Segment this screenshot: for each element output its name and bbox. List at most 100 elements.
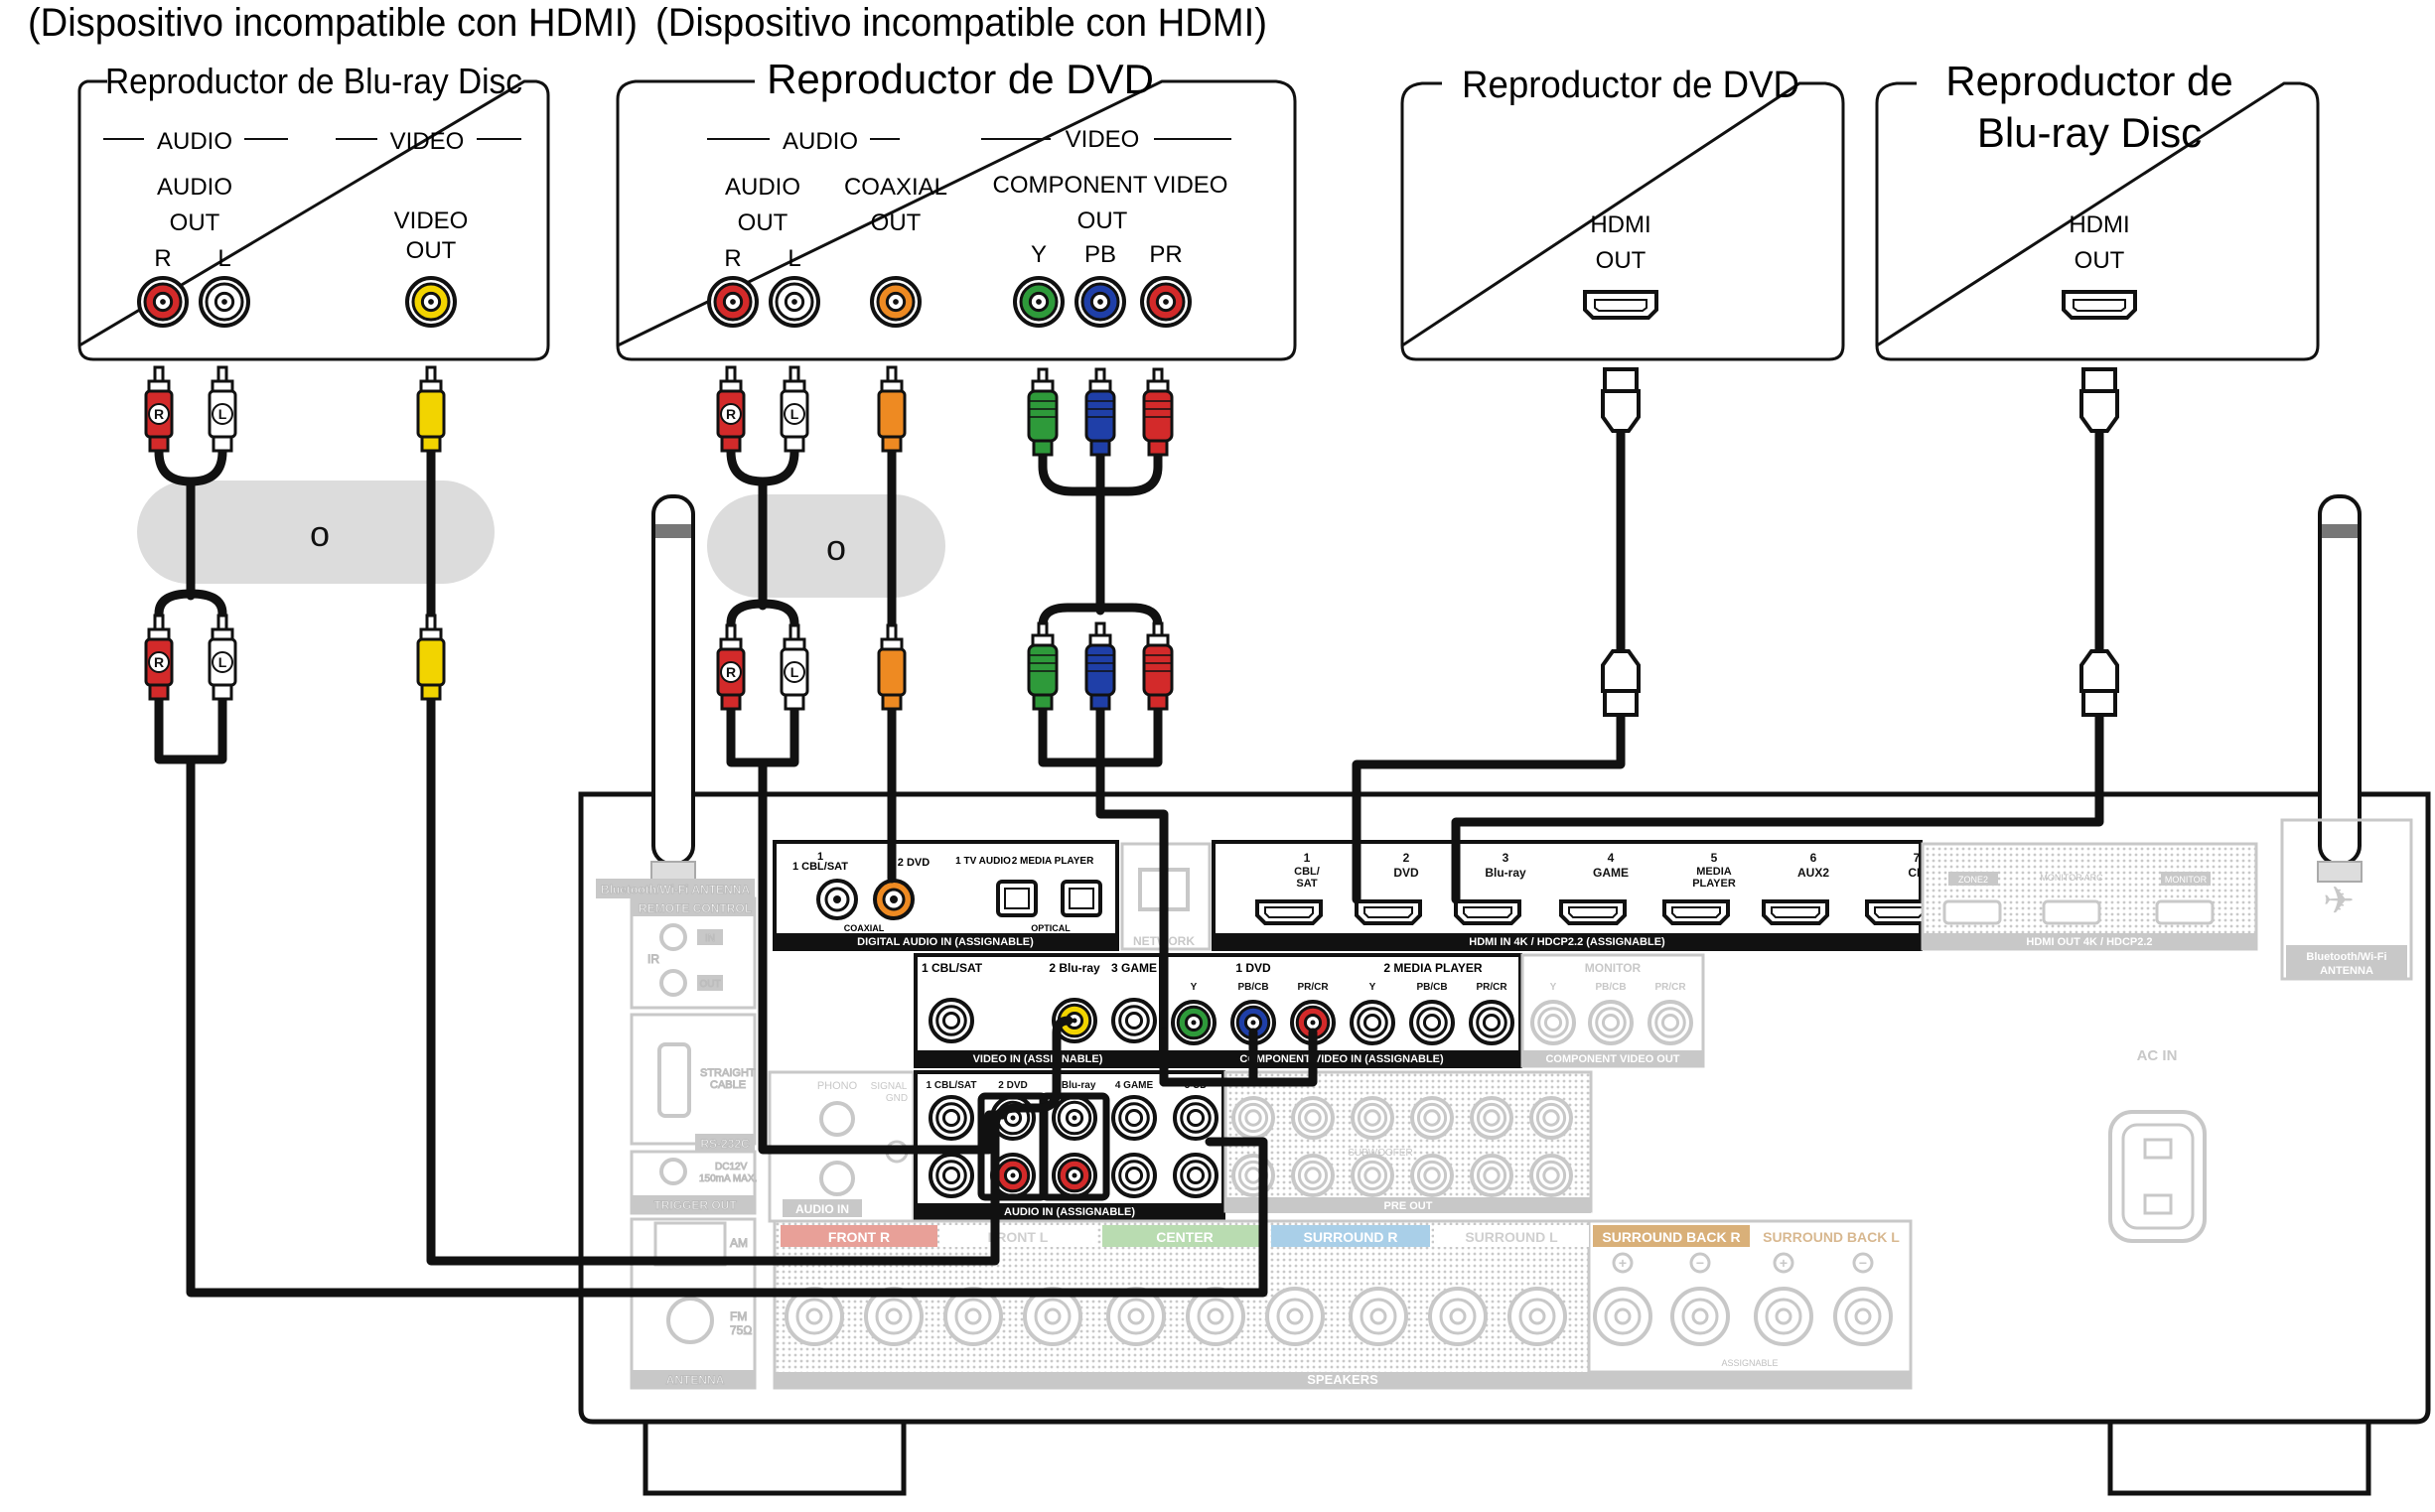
component-sub-label: Y <box>1369 982 1376 993</box>
trigger-out-jack[interactable] <box>659 1158 687 1185</box>
ac-in-socket[interactable] <box>2108 1110 2207 1243</box>
svg-text:OUT: OUT <box>699 979 720 990</box>
audio-in-jack-r-3[interactable] <box>1111 1153 1157 1198</box>
svg-text:VIDEO: VIDEO <box>390 128 465 155</box>
right-side-section: ✈ Bluetooth/Wi-Fi ANTENNA AC IN <box>2108 818 2413 1243</box>
pre-out-jack-bottom-5[interactable] <box>1529 1154 1573 1197</box>
speaker-terminal-9[interactable] <box>1507 1287 1567 1346</box>
dvd-coaxial-out-jack[interactable] <box>870 276 922 328</box>
hdmi-in-port-3[interactable] <box>1454 899 1521 925</box>
audio-in-bluray-l-jack[interactable] <box>1052 1095 1097 1141</box>
bluray-audio-out-l-jack[interactable] <box>199 276 250 328</box>
remote-in-jack[interactable] <box>659 923 687 951</box>
audio-in-dvd-r-jack[interactable] <box>990 1153 1036 1198</box>
fm-antenna-jack[interactable] <box>666 1297 714 1344</box>
component-plug-pb-top <box>1084 367 1116 457</box>
monitor-out-jack-1[interactable] <box>1588 1000 1634 1045</box>
speaker-terminal-4[interactable] <box>1106 1287 1166 1346</box>
hdmi-in-port-5[interactable] <box>1662 899 1730 925</box>
rs232c-port[interactable] <box>657 1042 691 1118</box>
dvd-component-pb-jack[interactable] <box>1074 276 1126 328</box>
hdmi-in-port-2[interactable] <box>1355 899 1422 925</box>
svg-text:OUT: OUT <box>406 237 457 264</box>
svg-text:CABLE: CABLE <box>710 1079 746 1091</box>
speaker-terminal-7[interactable] <box>1349 1287 1408 1346</box>
audio-in-jack-l-0[interactable] <box>929 1095 974 1141</box>
svg-text:150mA MAX.: 150mA MAX. <box>699 1173 757 1184</box>
speaker-terminal-8[interactable] <box>1428 1287 1488 1346</box>
speaker-header-bg <box>1593 1225 1750 1247</box>
phono-r-jack[interactable] <box>819 1161 855 1196</box>
hdmi-out-monitor-arc-port[interactable] <box>2042 899 2101 925</box>
bluray-video-out-jack[interactable] <box>405 276 457 328</box>
speaker-terminal-6[interactable] <box>1265 1287 1325 1346</box>
pre-out-jack-top-2[interactable] <box>1351 1096 1394 1140</box>
dvd-component-y-jack[interactable] <box>1013 276 1065 328</box>
component-media-player-jack-0[interactable] <box>1350 1000 1395 1045</box>
svg-text:ZONE2: ZONE2 <box>1958 875 1988 885</box>
hdmi-in-number: 5 <box>1711 851 1718 865</box>
hdmi-in-number: 4 <box>1608 851 1615 865</box>
hdmi-out-monitor-port[interactable] <box>2155 899 2215 925</box>
hdmi-out-zone2-port[interactable] <box>1942 899 2002 925</box>
svg-text:Bluetooth/Wi-Fi: Bluetooth/Wi-Fi <box>2306 951 2386 963</box>
speaker-terminal-3[interactable] <box>1023 1287 1082 1346</box>
device-bluray-hdmi: Reproductor de Blu-ray Disc HDMI OUT <box>1875 58 2320 361</box>
speaker-terminal-12[interactable]: + <box>1754 1252 1813 1346</box>
pre-out-jack-top-5[interactable] <box>1529 1096 1573 1140</box>
svg-text:o: o <box>310 513 330 554</box>
component-plug-pr-top <box>1142 367 1174 457</box>
remote-out-jack[interactable] <box>659 969 687 997</box>
video-in-bluray-label: 2 Blu-ray <box>1049 961 1100 975</box>
component-plug-pb-bottom <box>1084 621 1116 711</box>
dvd-component-pr-jack[interactable] <box>1140 276 1192 328</box>
component-sub-label: Y <box>1191 982 1198 993</box>
note-incompatible-hdmi-left: (Dispositivo incompatible con HDMI) <box>28 1 638 45</box>
speaker-terminal-13[interactable]: − <box>1833 1252 1893 1346</box>
speaker-terminal-2[interactable] <box>943 1287 1003 1346</box>
bd-audio-cable-lower-split <box>154 589 227 640</box>
pre-out-jack-top-1[interactable] <box>1291 1096 1335 1140</box>
speaker-terminal-10[interactable]: + <box>1593 1252 1652 1346</box>
svg-text:FM: FM <box>730 1309 747 1323</box>
speaker-terminal-1[interactable] <box>864 1287 924 1346</box>
bluray-audio-out-r-jack[interactable] <box>137 276 189 328</box>
pre-out-jack-bottom-2[interactable] <box>1351 1154 1394 1197</box>
audio-in-jack-l-3[interactable] <box>1111 1095 1157 1141</box>
speaker-header-bg <box>781 1225 937 1247</box>
phono-l-jack[interactable] <box>819 1101 855 1137</box>
pre-out-jack-bottom-4[interactable] <box>1470 1154 1513 1197</box>
audio-in-bluray-r-jack[interactable] <box>1052 1153 1097 1198</box>
pre-out-jack-bottom-3[interactable] <box>1410 1154 1454 1197</box>
svg-text:TRIGGER OUT: TRIGGER OUT <box>653 1198 737 1212</box>
pre-out-jack-top-0[interactable] <box>1231 1096 1275 1140</box>
audio-in-jack-r-0[interactable] <box>929 1153 974 1198</box>
audio-in-jack-l-4[interactable] <box>1173 1095 1218 1141</box>
dvd-audio-out-l-jack[interactable] <box>769 276 820 328</box>
speaker-terminal-0[interactable] <box>785 1287 844 1346</box>
component-dvd-jack-y[interactable] <box>1171 1000 1217 1045</box>
video-in-game-jack[interactable] <box>1111 998 1157 1043</box>
audio-in-jack-r-4[interactable] <box>1173 1153 1218 1198</box>
video-in-game-label: 3 GAME <box>1111 961 1157 975</box>
video-in-bluray-jack[interactable] <box>1052 998 1097 1043</box>
speaker-terminal-11[interactable]: − <box>1670 1252 1730 1346</box>
hdmi-in-port-7[interactable] <box>1865 899 1933 925</box>
audio-in-label: 3 Blu-ray <box>1054 1080 1096 1091</box>
monitor-out-jack-0[interactable] <box>1530 1000 1576 1045</box>
pre-out-jack-bottom-1[interactable] <box>1291 1154 1335 1197</box>
component-media-player-jack-1[interactable] <box>1409 1000 1455 1045</box>
svg-text:IN: IN <box>705 933 715 944</box>
digital-dvd-label: 2 DVD <box>898 857 930 869</box>
hdmi-in-port-4[interactable] <box>1559 899 1627 925</box>
video-in-cbl-jack[interactable] <box>929 998 974 1043</box>
svg-text:1: 1 <box>817 851 823 863</box>
monitor-sub-label: PR/CR <box>1654 982 1686 993</box>
hdmi-in-port-1[interactable] <box>1255 899 1323 925</box>
dvd-audio-out-r-jack[interactable] <box>707 276 759 328</box>
component-media-player-jack-2[interactable] <box>1469 1000 1514 1045</box>
pre-out-jack-top-4[interactable] <box>1470 1096 1513 1140</box>
pre-out-jack-top-3[interactable] <box>1410 1096 1454 1140</box>
hdmi-in-port-6[interactable] <box>1762 899 1829 925</box>
monitor-out-jack-2[interactable] <box>1647 1000 1693 1045</box>
